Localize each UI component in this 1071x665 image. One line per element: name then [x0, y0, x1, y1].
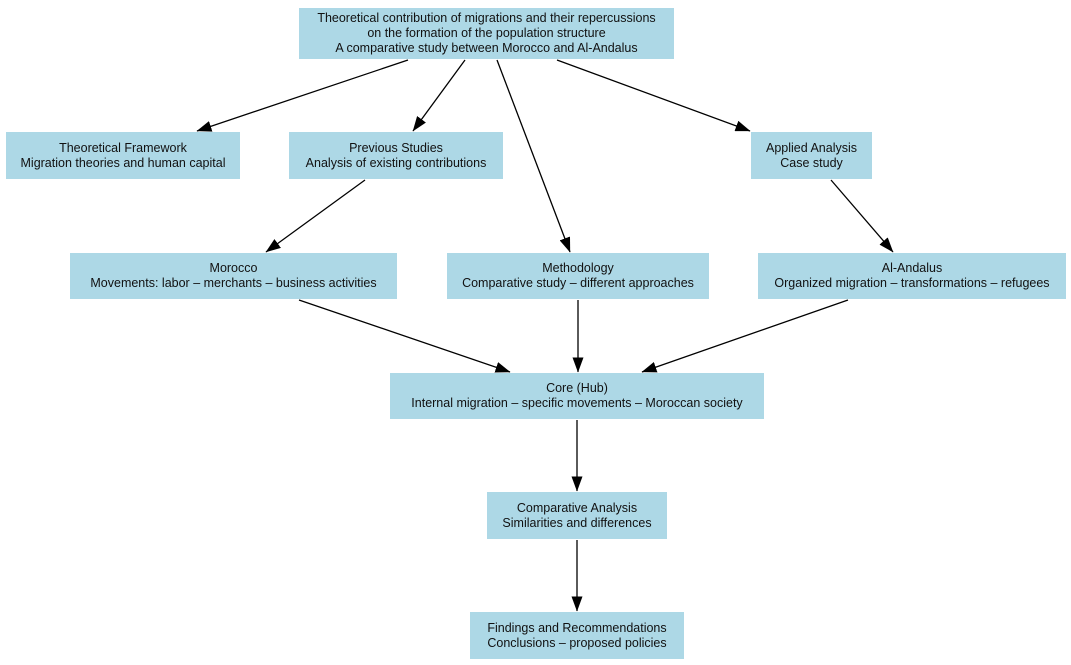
- edge-root-to-applied-analysis: [556, 59, 751, 132]
- node-root-line-1: Theoretical contribution of migrations a…: [317, 11, 656, 25]
- node-findings-title: Findings and Recommendations: [487, 620, 667, 635]
- edge-al-andalus-to-core: [641, 299, 849, 373]
- node-applied-analysis-subtitle: Case study: [780, 155, 843, 170]
- edge-root-to-methodology: [496, 59, 571, 253]
- node-theoretical-framework: Theoretical Framework Migration theories…: [6, 132, 240, 179]
- node-previous-studies-title: Previous Studies: [349, 140, 443, 155]
- node-al-andalus-title: Al-Andalus: [881, 261, 943, 275]
- node-root-line-2: on the formation of the population struc…: [367, 26, 606, 40]
- node-comparative-analysis-subtitle: Similarities and differences: [502, 515, 652, 530]
- edge-root-to-previous-studies: [412, 59, 466, 132]
- edge-previous-studies-to-morocco: [265, 179, 366, 253]
- node-theoretical-framework-subtitle: Migration theories and human capital: [20, 155, 226, 170]
- node-morocco-subtitle: Movements: labor – merchants – business …: [90, 276, 377, 290]
- node-applied-analysis-title: Applied Analysis: [765, 140, 858, 155]
- edge-applied-analysis-to-al-andalus: [830, 179, 894, 253]
- edge-root-to-theoretical-framework: [196, 59, 409, 132]
- node-comparative-analysis-title: Comparative Analysis: [516, 500, 638, 515]
- node-applied-analysis: Applied Analysis Case study: [751, 132, 872, 179]
- node-root: Theoretical contribution of migrations a…: [299, 8, 674, 59]
- node-morocco: Morocco Movements: labor – merchants – b…: [70, 253, 397, 299]
- node-core-hub-subtitle: Internal migration – specific movements …: [411, 396, 743, 410]
- node-al-andalus-subtitle: Organized migration – transformations – …: [774, 276, 1050, 290]
- node-theoretical-framework-title: Theoretical Framework: [59, 140, 187, 155]
- node-findings: Findings and Recommendations Conclusions…: [470, 612, 684, 659]
- node-core-hub: Core (Hub) Internal migration – specific…: [390, 373, 764, 419]
- node-findings-subtitle: Conclusions – proposed policies: [487, 635, 667, 650]
- node-morocco-title: Morocco: [209, 261, 258, 275]
- node-methodology-subtitle: Comparative study – different approaches: [462, 276, 694, 290]
- node-root-line-3: A comparative study between Morocco and …: [335, 41, 638, 55]
- node-previous-studies: Previous Studies Analysis of existing co…: [289, 132, 503, 179]
- node-methodology: Methodology Comparative study – differen…: [447, 253, 709, 299]
- node-core-hub-title: Core (Hub): [546, 381, 608, 395]
- node-previous-studies-subtitle: Analysis of existing contributions: [305, 155, 487, 170]
- node-al-andalus: Al-Andalus Organized migration – transfo…: [758, 253, 1066, 299]
- node-comparative-analysis: Comparative Analysis Similarities and di…: [487, 492, 667, 539]
- edge-morocco-to-core: [298, 299, 511, 373]
- node-methodology-title: Methodology: [542, 261, 614, 275]
